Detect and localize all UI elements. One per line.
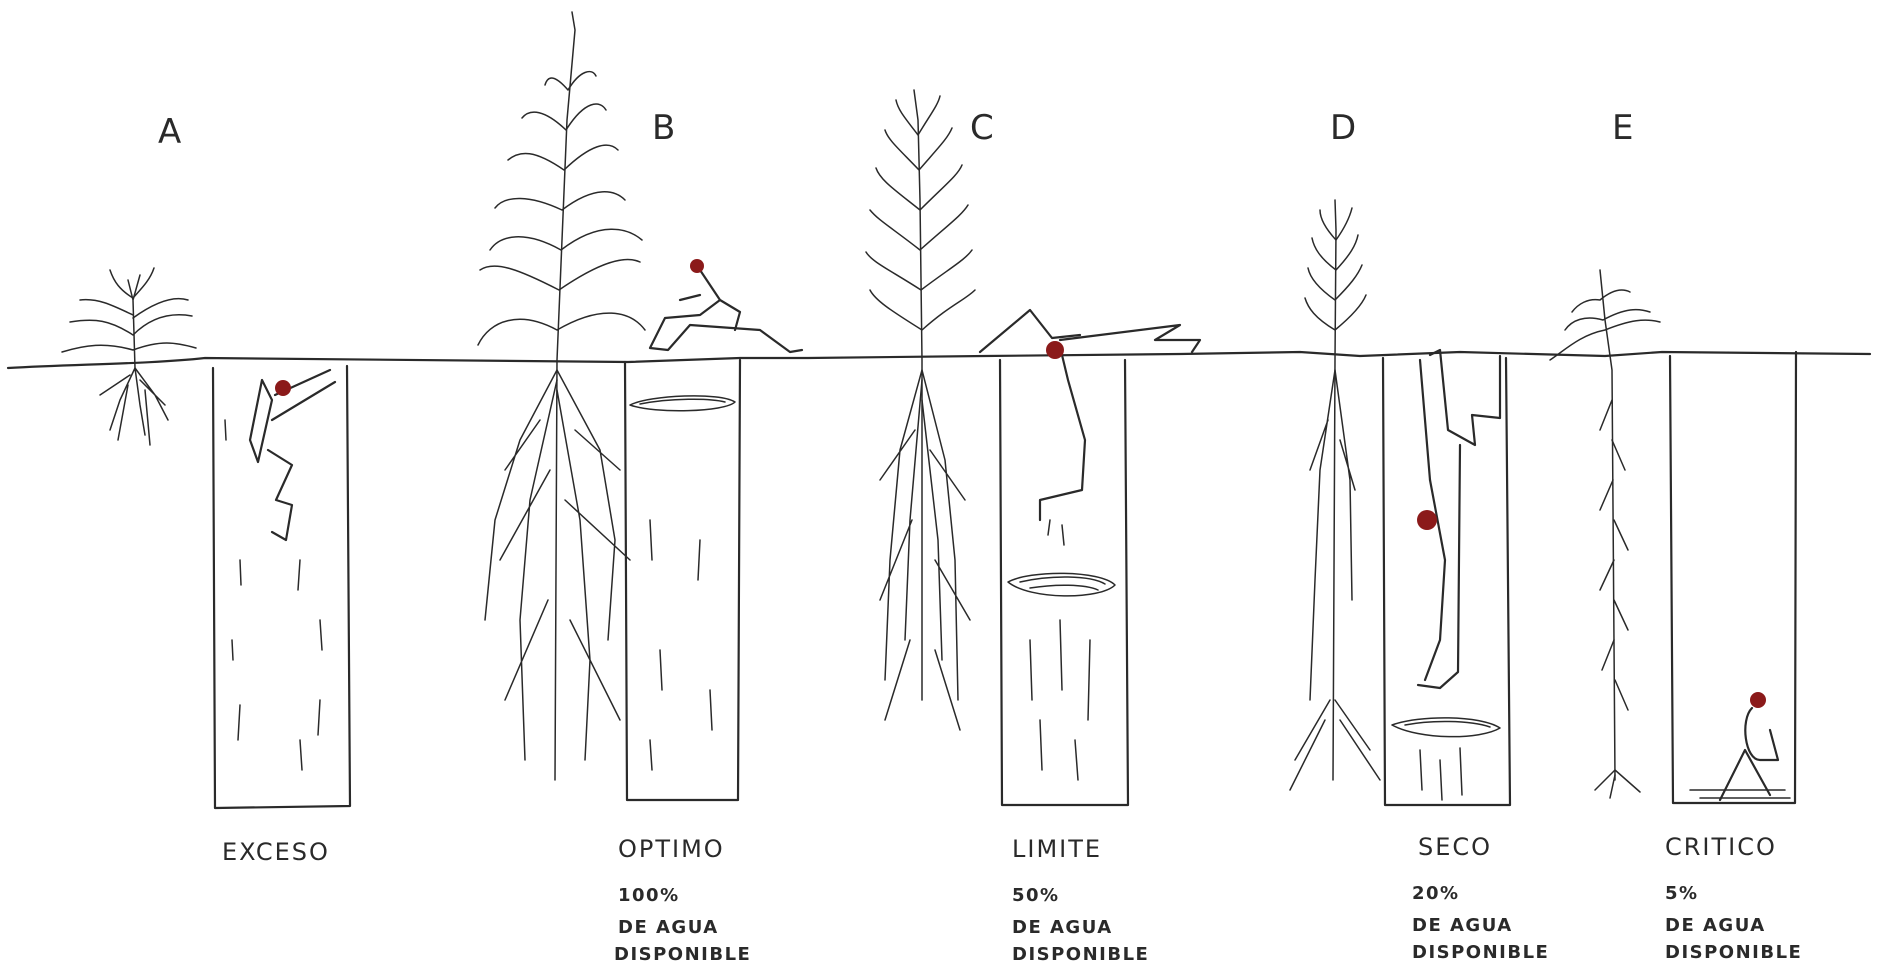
state-label-exceso: EXCESO <box>222 838 330 866</box>
column-letter-d: D <box>1330 108 1357 148</box>
water-line1-limite: DE AGUA <box>1012 918 1113 938</box>
ground-surface-line <box>8 352 1870 368</box>
column-letter-c: C <box>970 108 995 148</box>
water-line1-seco: DE AGUA <box>1412 916 1513 936</box>
stick-figure-icon <box>250 370 335 540</box>
water-well-icon <box>1670 352 1796 803</box>
corn-plant-icon <box>1550 270 1660 798</box>
water-line1-optimo: DE AGUA <box>618 918 719 938</box>
percent-critico: 5% <box>1665 884 1699 904</box>
column-b-drawing <box>478 12 802 800</box>
column-letter-b: B <box>652 108 676 148</box>
water-well-icon <box>213 366 350 808</box>
column-c-drawing <box>866 90 1200 805</box>
corn-plant-icon <box>1290 200 1380 790</box>
corn-plant-icon <box>866 90 975 730</box>
stick-figure-icon <box>1690 692 1790 800</box>
column-letter-a: A <box>158 112 182 152</box>
water-surface-icon <box>630 396 735 411</box>
state-label-seco: SECO <box>1418 833 1492 861</box>
water-line2-limite: DISPONIBLE <box>1012 945 1149 965</box>
column-d-drawing <box>1290 200 1510 805</box>
column-a-drawing <box>62 268 350 808</box>
water-well-icon <box>1000 360 1128 805</box>
water-line1-critico: DE AGUA <box>1665 916 1766 936</box>
water-line2-seco: DISPONIBLE <box>1412 943 1549 963</box>
column-letter-e: E <box>1612 108 1634 148</box>
stick-figure-icon <box>1417 350 1500 688</box>
corn-plant-icon <box>62 268 196 445</box>
water-surface-icon <box>1008 573 1115 596</box>
water-surface-icon <box>1392 718 1500 737</box>
state-label-critico: CRITICO <box>1665 833 1777 861</box>
state-label-optimo: OPTIMO <box>618 835 725 863</box>
corn-plant-icon <box>478 12 645 780</box>
water-well-icon <box>625 360 740 800</box>
water-line2-optimo: DISPONIBLE <box>614 945 751 965</box>
stick-figure-icon <box>650 259 802 352</box>
state-label-limite: LIMITE <box>1012 835 1102 863</box>
percent-limite: 50% <box>1012 886 1060 906</box>
column-e-drawing <box>1550 270 1796 803</box>
stick-figure-icon <box>980 310 1200 545</box>
percent-seco: 20% <box>1412 884 1460 904</box>
water-line2-critico: DISPONIBLE <box>1665 943 1802 963</box>
percent-optimo: 100% <box>618 886 680 906</box>
